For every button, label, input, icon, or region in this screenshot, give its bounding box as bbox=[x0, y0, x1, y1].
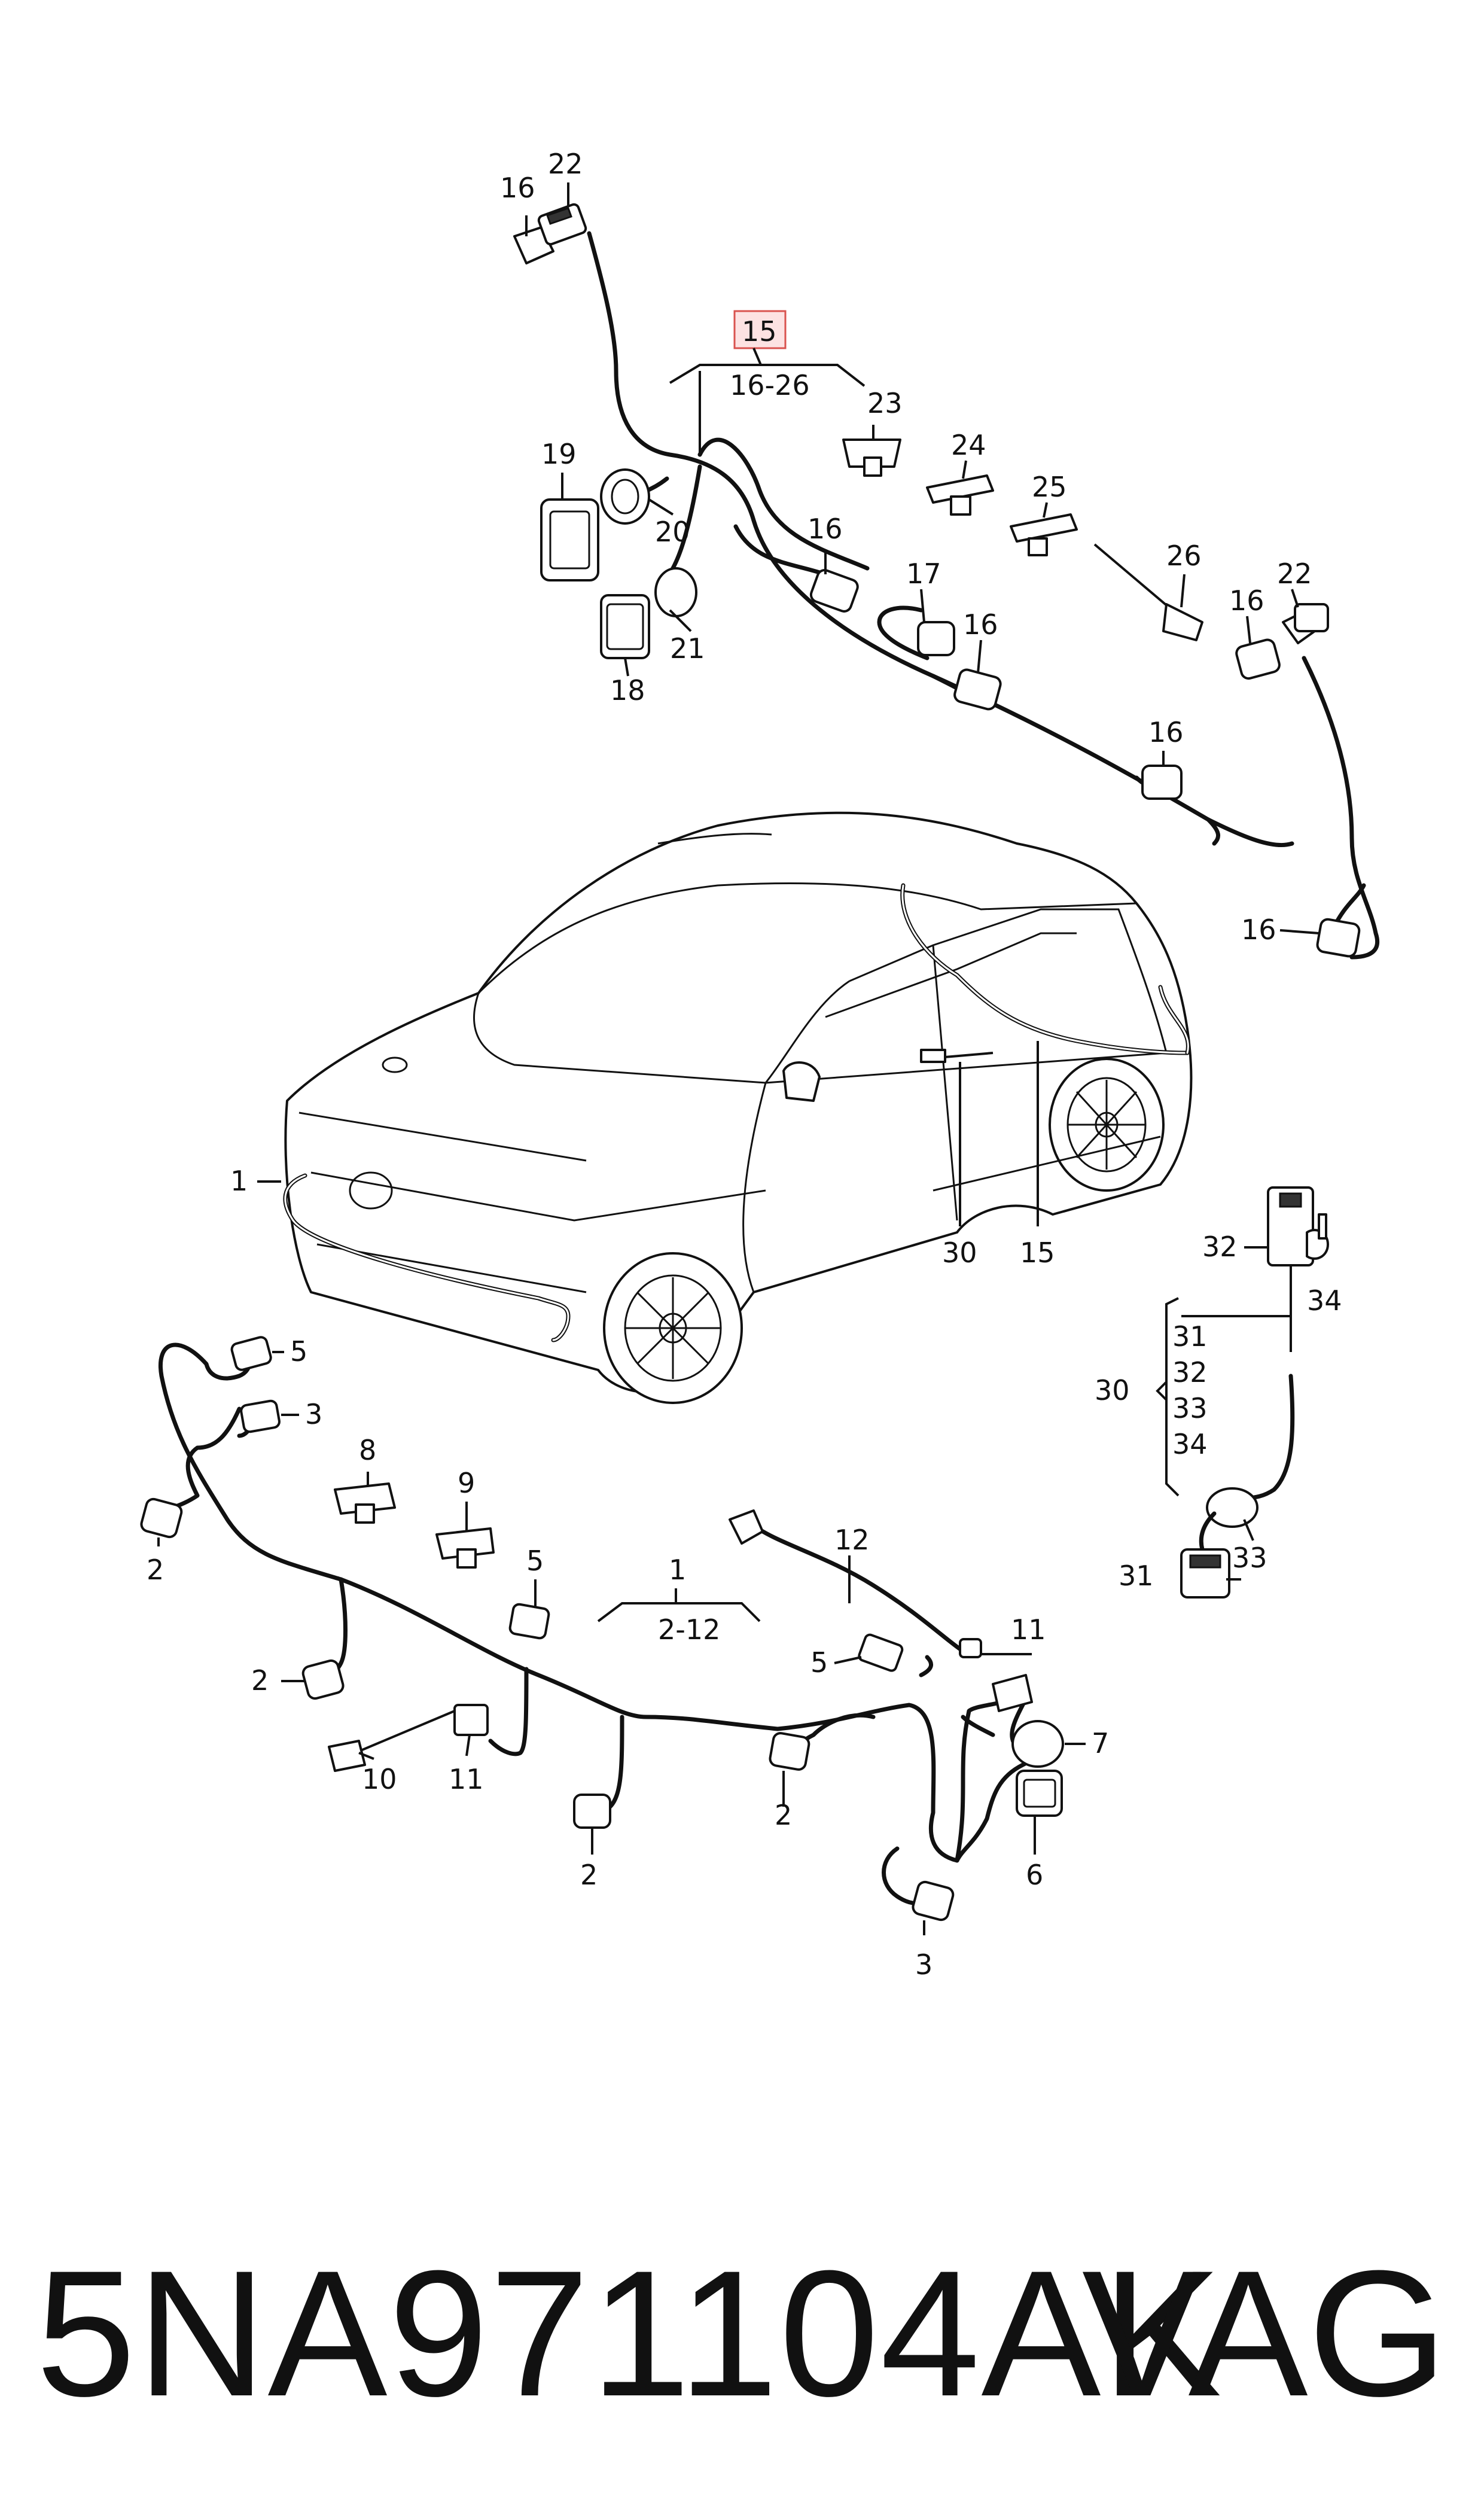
callout-33-list: 33 bbox=[1172, 1392, 1208, 1424]
part-number: 5NA971104AK bbox=[36, 2233, 1223, 2434]
callout-1-group: 1 bbox=[669, 1554, 686, 1586]
callout-16-mid-a: 16 bbox=[807, 513, 843, 545]
callout-16-far-right: 16 bbox=[1241, 914, 1276, 946]
callout-5-a: 5 bbox=[290, 1335, 307, 1368]
connector-16-mid-b bbox=[953, 668, 1002, 711]
connector-22-right bbox=[1282, 603, 1329, 644]
callout-32-top: 32 bbox=[1202, 1231, 1238, 1263]
callout-6: 6 bbox=[1026, 1859, 1043, 1891]
callout-labels: 15 16-26 16 22 19 20 21 18 16 17 16 23 2… bbox=[147, 148, 1342, 1981]
callout-15-car: 15 bbox=[1020, 1237, 1055, 1269]
callout-16-lower: 16 bbox=[1148, 716, 1184, 748]
brand-name: VAG bbox=[1081, 2233, 1448, 2434]
connector-16-far-right bbox=[1316, 918, 1361, 958]
callout-15-box: 15 bbox=[742, 315, 777, 348]
callout-24: 24 bbox=[951, 429, 986, 461]
callout-25: 25 bbox=[1032, 471, 1067, 503]
connector-16-right bbox=[1235, 638, 1281, 680]
highlight-15 bbox=[733, 310, 787, 349]
callout-16-top-left: 16 bbox=[500, 172, 535, 204]
clip-23 bbox=[842, 439, 901, 477]
callout-1-front: 1 bbox=[230, 1165, 248, 1197]
callout-34-list: 34 bbox=[1172, 1428, 1208, 1460]
callout-22-top-left: 22 bbox=[548, 148, 583, 180]
callout-3-b: 3 bbox=[915, 1948, 933, 1981]
footer: 5NA971104AK VAG bbox=[36, 2225, 1448, 2441]
sensor-kit-30 bbox=[1156, 1186, 1329, 1599]
callout-10: 10 bbox=[362, 1763, 397, 1795]
callout-5-b: 5 bbox=[526, 1545, 544, 1577]
connector-16-lower bbox=[1141, 765, 1183, 800]
callout-15-range: 16-26 bbox=[730, 369, 810, 401]
callout-18: 18 bbox=[610, 674, 645, 707]
rear-harness-15 bbox=[587, 231, 1380, 960]
clip-24 bbox=[926, 474, 994, 516]
callout-22-right: 22 bbox=[1277, 558, 1312, 590]
callout-16-right: 16 bbox=[1229, 584, 1264, 617]
callout-21: 21 bbox=[670, 632, 705, 665]
callout-7: 7 bbox=[1092, 1727, 1109, 1759]
callout-2-c: 2 bbox=[580, 1859, 598, 1891]
connector-17 bbox=[917, 621, 955, 656]
callout-11-b: 11 bbox=[1011, 1613, 1046, 1646]
callout-20: 20 bbox=[655, 516, 690, 548]
top-leaders bbox=[525, 182, 1320, 934]
callout-2-b: 2 bbox=[251, 1664, 269, 1697]
callout-11-a: 11 bbox=[449, 1763, 484, 1795]
callout-31-bottom: 31 bbox=[1119, 1560, 1154, 1592]
connector-18 bbox=[600, 567, 697, 659]
callout-26: 26 bbox=[1166, 540, 1202, 572]
callout-23: 23 bbox=[867, 387, 903, 419]
vehicle-outline bbox=[284, 811, 1193, 1404]
callout-5-c: 5 bbox=[810, 1646, 828, 1679]
callout-19: 19 bbox=[541, 438, 577, 470]
connector-19 bbox=[540, 468, 650, 581]
callout-9: 9 bbox=[458, 1467, 475, 1499]
callout-16-mid-b: 16 bbox=[963, 608, 998, 641]
connector-16-top-left bbox=[513, 203, 587, 264]
connector-16-mid-a bbox=[809, 569, 859, 613]
clip-25 bbox=[1010, 513, 1078, 556]
callout-8: 8 bbox=[359, 1434, 376, 1466]
callout-33-bottom: 33 bbox=[1232, 1542, 1267, 1574]
callout-30-group: 30 bbox=[1095, 1374, 1130, 1406]
callout-2-d: 2 bbox=[775, 1799, 792, 1831]
callout-30-car: 30 bbox=[942, 1237, 977, 1269]
callout-12: 12 bbox=[834, 1524, 870, 1556]
callout-31-list: 31 bbox=[1172, 1320, 1208, 1353]
harness-on-car bbox=[257, 883, 1190, 1342]
callout-34-top: 34 bbox=[1307, 1284, 1342, 1317]
callout-17: 17 bbox=[906, 558, 941, 590]
front-connectors bbox=[140, 1336, 1064, 1922]
wiring-diagram: 15 16-26 16 22 19 20 21 18 16 17 16 23 2… bbox=[140, 148, 1380, 1981]
front-leaders bbox=[157, 1351, 1086, 1935]
cable-tie-26 bbox=[1093, 543, 1203, 641]
callout-3-a: 3 bbox=[305, 1398, 322, 1430]
callout-2-a: 2 bbox=[147, 1554, 164, 1586]
callout-32-list: 32 bbox=[1172, 1356, 1208, 1389]
callout-1-range: 2-12 bbox=[658, 1613, 720, 1646]
